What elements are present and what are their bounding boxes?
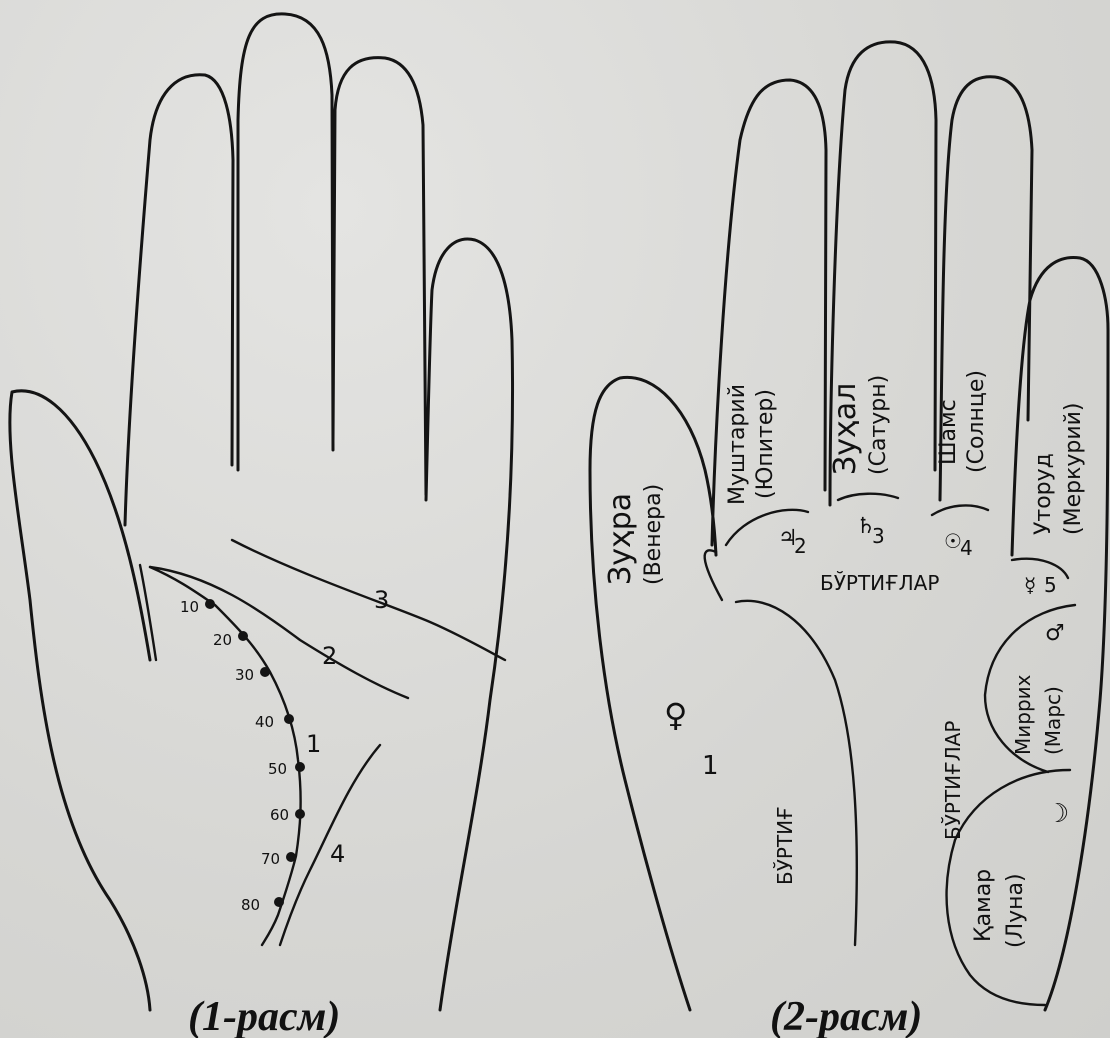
venus-mount-number: 1	[702, 751, 719, 781]
sun-name: Шамс	[936, 399, 961, 465]
finger-label-mercury: Уторуд (Меркурий)	[1031, 402, 1086, 535]
figure-1-caption: (1-расм)	[188, 994, 340, 1038]
age-dot	[286, 852, 296, 862]
line-number-3: 3	[374, 586, 389, 614]
symbol-moon: ☽	[1046, 799, 1069, 829]
symbol-mercury: ☿	[1024, 573, 1036, 597]
saturn-name: Зуҳал	[828, 383, 863, 475]
moon-sub: (Луна)	[1003, 873, 1028, 948]
mount-number-4: 4	[960, 536, 973, 560]
hand-2-venus-mount	[736, 601, 857, 945]
age-dot	[260, 667, 270, 677]
mount-arc-mercury	[1012, 559, 1068, 578]
mount-number-5: 5	[1044, 573, 1057, 597]
mount-arc-saturn	[838, 494, 898, 500]
mercury-name: Уторуд	[1031, 453, 1056, 535]
age-label: 80	[241, 896, 260, 914]
age-label: 30	[235, 666, 254, 684]
mars-sub: (Марс)	[1041, 686, 1065, 755]
moon-label: Қамар (Луна)	[971, 869, 1028, 948]
thumb-label-venus: Зуҳра (Венера)	[603, 484, 666, 585]
line-number-4: 4	[330, 840, 345, 868]
finger-label-jupiter: Муштарий (Юпитер)	[725, 384, 778, 505]
venus-name: Зуҳра	[603, 493, 638, 585]
age-dot	[295, 762, 305, 772]
mounts-label-vertical-group: БЎРТИҒЛАР	[941, 721, 965, 840]
age-dot	[284, 714, 294, 724]
symbol-venus: ♀	[664, 696, 687, 734]
age-label: 60	[270, 806, 289, 824]
line-number-1: 1	[306, 730, 321, 758]
hand-2: Муштарий (Юпитер) Зуҳал (Сатурн) Шамс (С…	[590, 42, 1108, 1038]
age-label: 20	[213, 631, 232, 649]
mount-number-3: 3	[872, 524, 885, 548]
line-number-2: 2	[322, 642, 337, 670]
age-label: 70	[261, 850, 280, 868]
finger-label-sun: Шамс (Солнце)	[936, 370, 989, 473]
figure-2-caption: (2-расм)	[770, 994, 922, 1038]
hand-2-thumb-line	[705, 550, 722, 600]
age-dot	[205, 599, 215, 609]
age-dot	[274, 897, 284, 907]
mars-name: Миррих	[1011, 674, 1035, 755]
mounts-label-vertical: БЎРТИҒЛАР	[941, 721, 965, 840]
moon-name: Қамар	[971, 869, 996, 942]
mounts-label-horizontal: БЎРТИҒЛАР	[820, 571, 939, 595]
symbol-mars: ♂	[1045, 621, 1065, 646]
venus-mount-label: БЎРТИҒ	[773, 806, 797, 885]
mars-label: Миррих (Марс)	[1011, 674, 1065, 755]
age-label: 10	[180, 598, 199, 616]
finger-label-saturn: Зуҳал (Сатурн)	[828, 375, 891, 475]
hand-1-crease-3	[232, 540, 505, 660]
jupiter-sub: (Юпитер)	[753, 389, 778, 499]
jupiter-name: Муштарий	[725, 384, 750, 505]
venus-sub: (Венера)	[641, 484, 666, 585]
age-label: 40	[255, 713, 274, 731]
mount-number-2: 2	[794, 534, 807, 558]
age-dot	[238, 631, 248, 641]
mount-arc-sun	[932, 505, 988, 515]
sun-sub: (Солнце)	[964, 370, 989, 473]
saturn-sub: (Сатурн)	[866, 375, 891, 475]
age-label: 50	[268, 760, 287, 778]
venus-mount-label-group: БЎРТИҒ	[773, 806, 797, 885]
mercury-sub: (Меркурий)	[1061, 402, 1086, 535]
age-dot	[295, 809, 305, 819]
